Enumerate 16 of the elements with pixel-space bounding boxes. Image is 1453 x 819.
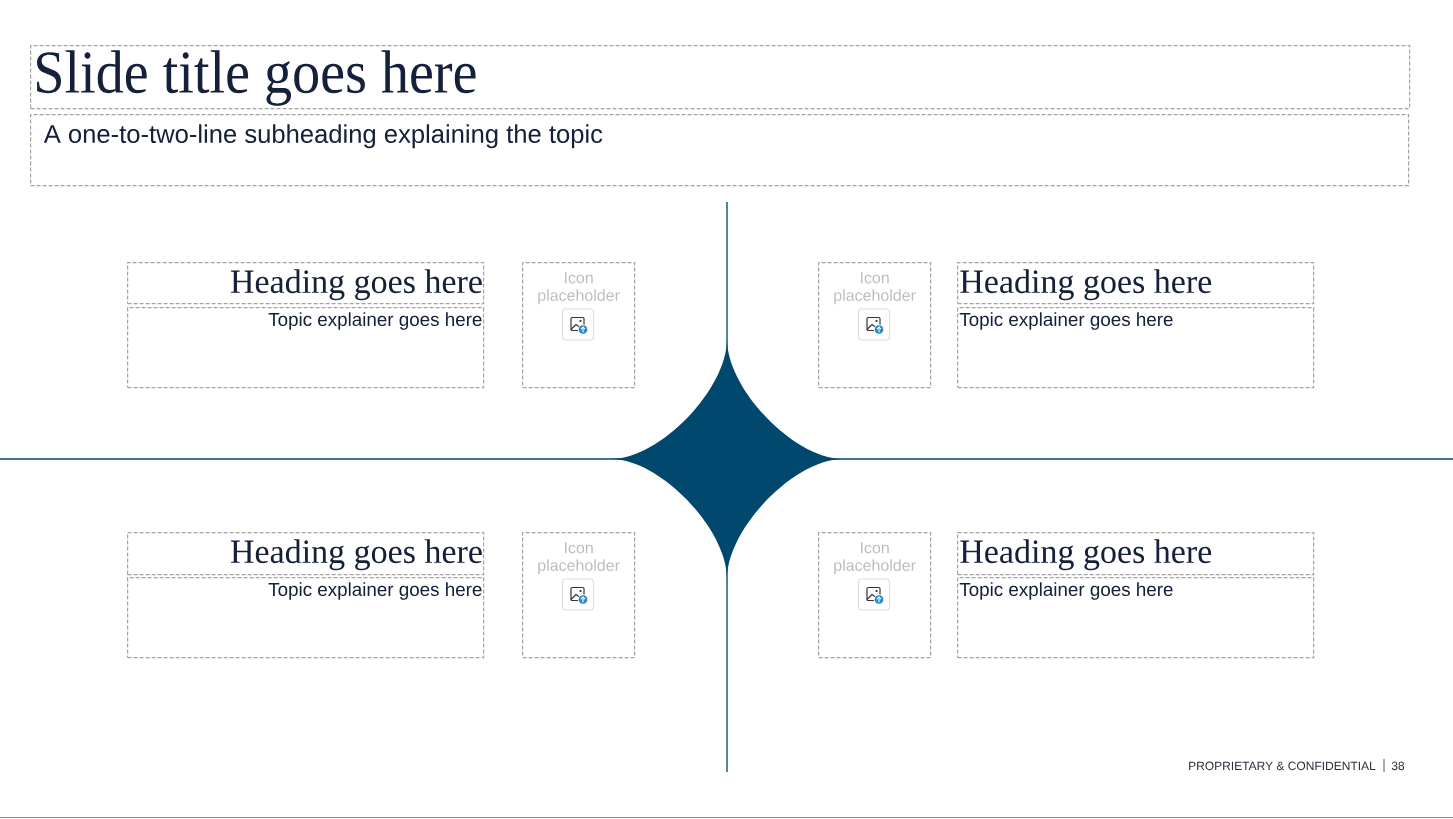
heading-box: Heading goes here bbox=[127, 262, 485, 305]
explainer-box: Topic explainer goes here bbox=[957, 577, 1315, 659]
heading-box: Heading goes here bbox=[957, 262, 1315, 305]
footer-text: PROPRIETARY & CONFIDENTIAL bbox=[1189, 761, 1376, 771]
explainer-box: Topic explainer goes here bbox=[127, 577, 485, 659]
heading-box: Heading goes here bbox=[957, 532, 1315, 576]
page-number: 38 bbox=[1391, 761, 1405, 771]
icon-placeholder-box: Icon placeholder bbox=[522, 262, 636, 389]
icon-placeholder-box: Icon placeholder bbox=[818, 262, 932, 389]
explainer-box: Topic explainer goes here bbox=[957, 307, 1315, 389]
icon-placeholder-box: Icon placeholder bbox=[818, 532, 932, 659]
icon-placeholder-box: Icon placeholder bbox=[522, 532, 636, 659]
subheading-box: A one-to-two-line subheading explaining the topic bbox=[30, 114, 1410, 187]
explainer-box: Topic explainer goes here bbox=[127, 307, 485, 389]
slide-title: Slide title goes here bbox=[30, 45, 1411, 110]
heading-box: Heading goes here bbox=[127, 532, 485, 576]
